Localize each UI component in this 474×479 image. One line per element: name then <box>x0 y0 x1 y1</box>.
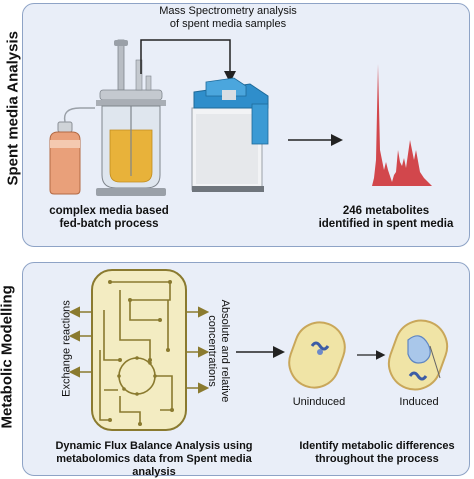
concentrations-label: Absolute and relative concentrations <box>205 291 231 411</box>
result-caption-line1: 246 metabolites <box>342 205 430 217</box>
cell-icon <box>288 321 346 389</box>
bioreactor-icon <box>96 39 166 196</box>
concentrations-label-line2: concentrations <box>206 315 218 387</box>
mass-spectrometer-icon <box>191 77 269 192</box>
identify-caption: Identify metabolic differences throughou… <box>288 440 466 466</box>
dfba-caption-line2: metabolomics data from Spent media analy… <box>56 453 252 478</box>
ms-label-line1: Mass Spectrometry analysis <box>159 5 297 17</box>
exchange-reactions-label: Exchange reactions <box>60 300 73 397</box>
network-icon <box>68 269 210 431</box>
dfba-caption: Dynamic Flux Balance Analysis using meta… <box>34 440 274 479</box>
concentrations-label-line1: Absolute and relative <box>219 299 231 403</box>
result-caption-line2: identified in spent media <box>318 218 454 230</box>
cell-icon <box>387 319 449 391</box>
ms-label-line2: of spent media samples <box>169 18 287 30</box>
bioreactor-caption-line2: fed-batch process <box>59 218 159 230</box>
media-bottle-icon <box>49 107 95 195</box>
spectrum-icon <box>352 64 452 186</box>
induced-label: Induced <box>399 396 439 408</box>
ms-label: Mass Spectrometry analysis of spent medi… <box>128 5 328 31</box>
uninduced-label: Uninduced <box>292 396 346 408</box>
result-caption: 246 metabolites identified in spent medi… <box>296 205 474 231</box>
dfba-caption-line1: Dynamic Flux Balance Analysis using <box>55 440 253 452</box>
bioreactor-caption: complex media based fed-batch process <box>34 205 184 231</box>
identify-caption-line1: Identify metabolic differences <box>299 440 455 452</box>
identify-caption-line2: throughout the process <box>315 453 439 465</box>
bioreactor-caption-line1: complex media based <box>49 205 169 217</box>
